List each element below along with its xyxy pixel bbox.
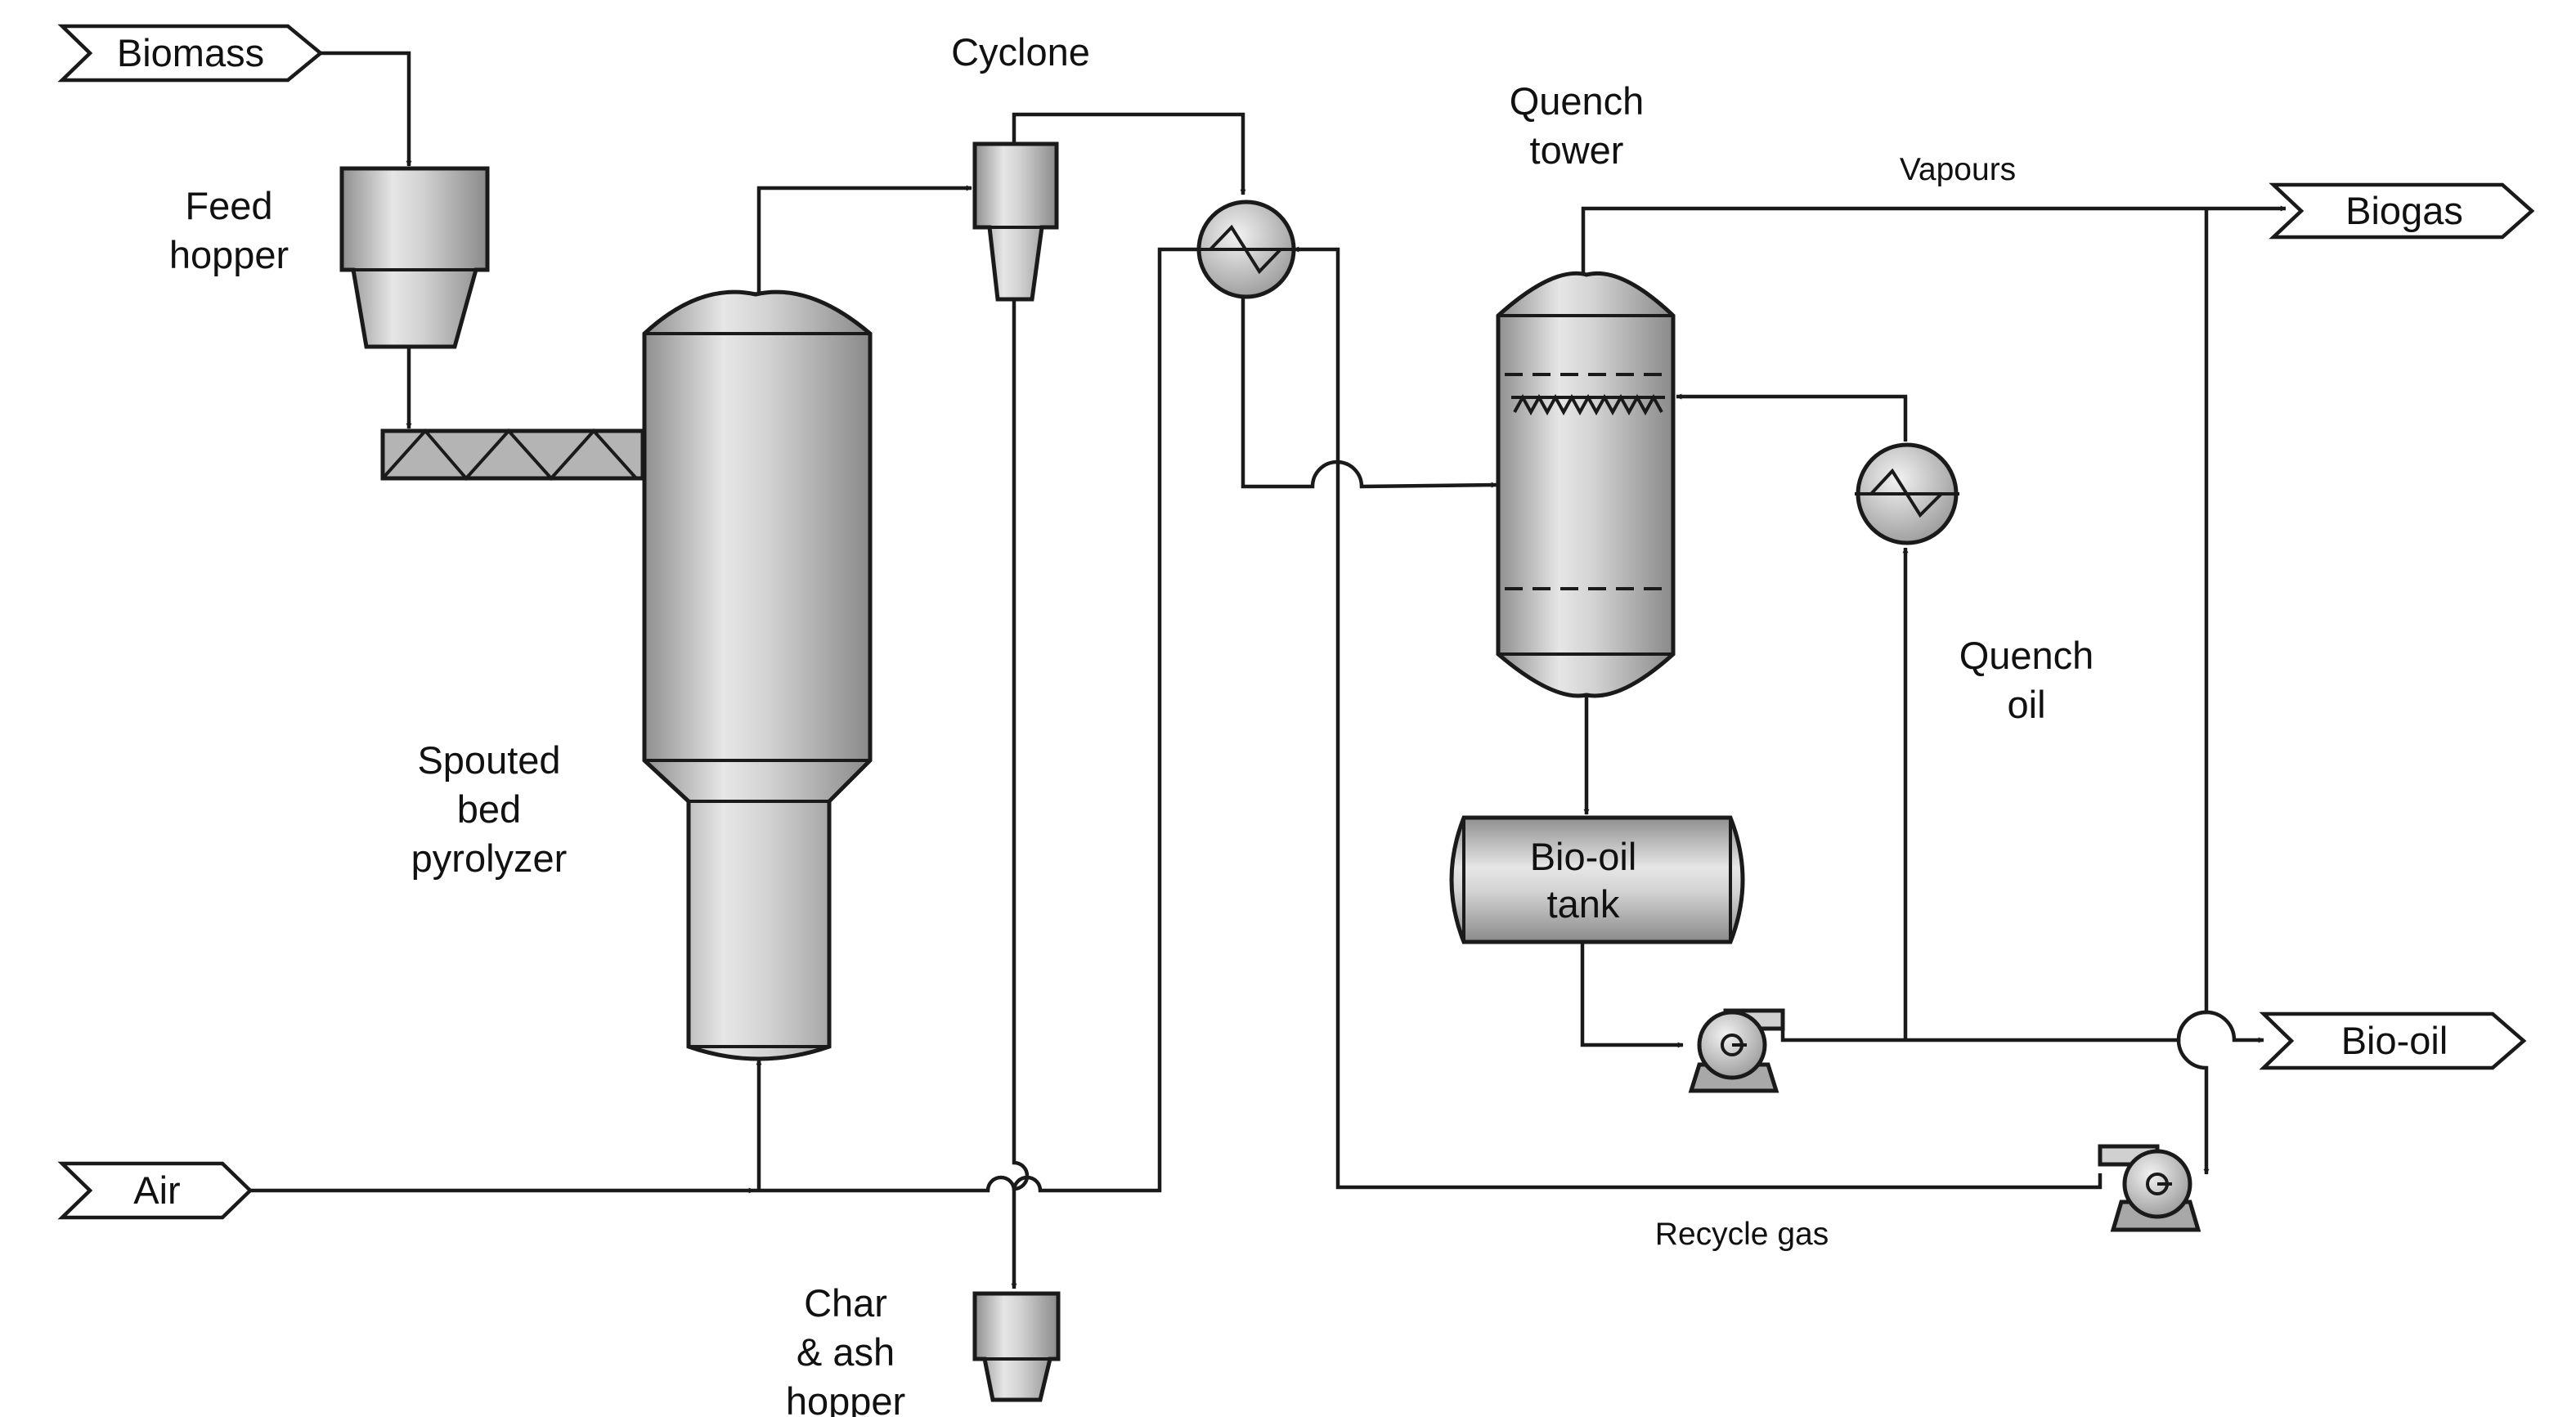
svg-text:Bio-oil: Bio-oil: [1530, 835, 1637, 878]
stream-biomass-label: Biomass: [117, 31, 264, 74]
svg-text:Quench: Quench: [1510, 79, 1645, 123]
stream-air-label: Air: [133, 1168, 180, 1212]
cyclone: [972, 141, 1059, 302]
svg-text:Feed: Feed: [185, 184, 272, 227]
svg-text:pyrolyzer: pyrolyzer: [411, 836, 568, 880]
pipe-exchanger-quench: [1241, 296, 1497, 489]
svg-text:Char: Char: [804, 1281, 887, 1325]
stream-biogas: Biogas: [2269, 182, 2535, 240]
pipe-tank-pump: [1580, 942, 1684, 1048]
stream-biomass: Biomass: [57, 24, 324, 83]
quench-oil-label: Quench oil: [1959, 634, 2094, 726]
piping: [250, 51, 2287, 1289]
pipe-gas-recycle-down: [2176, 209, 2210, 1175]
heat-exchanger-icon: [1196, 200, 1297, 299]
recycle-blower-icon: [2098, 1144, 2201, 1232]
stream-bio-oil-label: Bio-oil: [2341, 1019, 2448, 1062]
svg-text:tower: tower: [1530, 128, 1624, 172]
pipe-pump-biooil: [1780, 1010, 2264, 1043]
svg-text:oil: oil: [2007, 683, 2045, 726]
char-hopper-label: Char & ash hopper: [786, 1281, 905, 1417]
svg-text:tank: tank: [1547, 882, 1620, 926]
bio-oil-tank: [1449, 815, 1745, 944]
stream-bio-oil: Bio-oil: [2259, 1011, 2527, 1070]
cyclone-label: Cyclone: [951, 30, 1090, 74]
pyrolyzer-label: Spouted bed pyrolyzer: [411, 738, 568, 880]
svg-text:Quench: Quench: [1959, 634, 2094, 677]
oil-pump-icon: [1688, 1008, 1785, 1093]
svg-text:hopper: hopper: [786, 1379, 905, 1417]
char-ash-hopper: [972, 1291, 1061, 1402]
pipe-cooler-tower: [1676, 393, 1908, 442]
svg-text:& ash: & ash: [797, 1330, 895, 1374]
pipe-recycle-gas: [1293, 246, 2103, 1190]
pipe-cyclone-exchanger: [1012, 112, 1246, 195]
quench-oil-cooler-icon: [1855, 442, 1959, 545]
pipe-cyclone-char: [1011, 301, 1030, 1289]
svg-text:Spouted: Spouted: [417, 738, 560, 782]
svg-text:hopper: hopper: [169, 233, 289, 276]
bio-oil-tank-label: Bio-oil tank: [1530, 835, 1637, 926]
stream-biogas-label: Biogas: [2345, 189, 2463, 232]
pipe-air-continue: [754, 247, 1200, 1193]
svg-text:bed: bed: [457, 787, 521, 831]
pipe-biomass-feed: [321, 51, 412, 167]
pipe-pyrolyzer-cyclone: [756, 185, 972, 294]
quench-tower-label: Quench tower: [1510, 79, 1645, 172]
quench-tower: [1496, 271, 1676, 698]
feed-hopper: [339, 166, 490, 349]
spouted-bed-pyrolyzer: [642, 289, 873, 1061]
screw-conveyor: [380, 428, 645, 482]
vapours-label: Vapours: [1900, 152, 2016, 187]
stream-air: Air: [57, 1161, 254, 1220]
feed-hopper-label: Feed hopper: [169, 184, 289, 276]
pipe-vapours: [1581, 205, 2287, 276]
recycle-gas-label: Recycle gas: [1655, 1217, 1829, 1252]
